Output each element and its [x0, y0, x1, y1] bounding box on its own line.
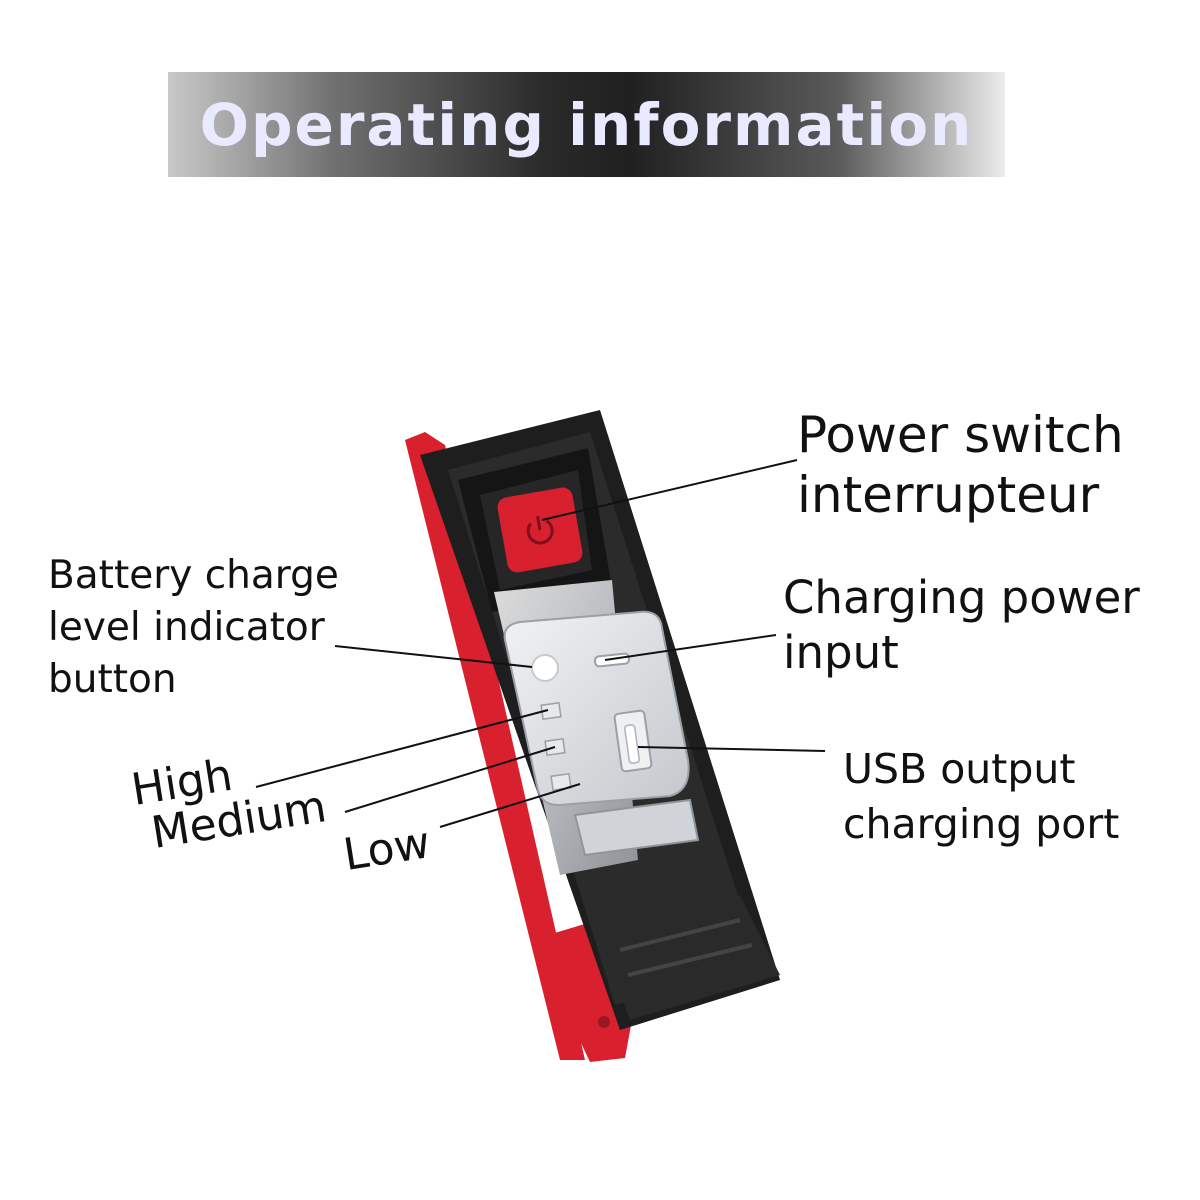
label-battery-indicator: Battery charge level indicator button — [48, 550, 339, 706]
label-charging-input: Charging power input — [783, 570, 1140, 680]
label-power-switch: Power switch interrupteur — [797, 405, 1124, 525]
label-usb-output: USB output charging port — [843, 742, 1119, 852]
charging-input-port — [595, 653, 630, 666]
power-button[interactable] — [496, 486, 584, 574]
battery-indicator-button[interactable] — [532, 655, 558, 681]
